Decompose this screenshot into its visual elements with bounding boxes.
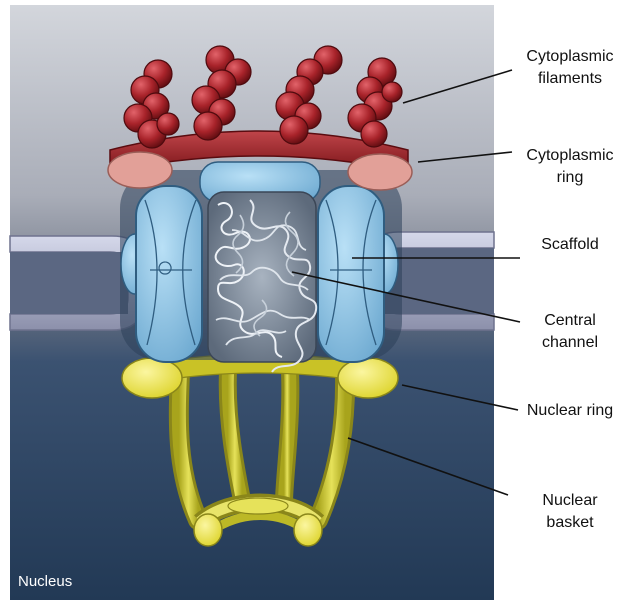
label-cytoplasmic-ring: Cytoplasmic ring — [500, 145, 640, 189]
label-nuclear-basket: Nuclear basket — [500, 490, 640, 534]
label-nuclear-basket-line1: Nuclear — [500, 490, 640, 512]
label-cytoplasmic-filaments-line2: filaments — [500, 68, 640, 90]
label-central-channel: Central channel — [500, 310, 640, 354]
label-scaffold-line1: Scaffold — [500, 234, 640, 256]
label-nuclear-ring-line1: Nuclear ring — [500, 400, 640, 422]
label-cytoplasmic-ring-line1: Cytoplasmic — [500, 145, 640, 167]
nucleus-label: Nucleus — [18, 573, 72, 590]
label-cytoplasmic-filaments-line1: Cytoplasmic — [500, 46, 640, 68]
label-nuclear-basket-line2: basket — [500, 512, 640, 534]
label-cytoplasmic-filaments: Cytoplasmic filaments — [500, 46, 640, 90]
label-central-channel-line1: Central — [500, 310, 640, 332]
label-cytoplasmic-ring-line2: ring — [500, 167, 640, 189]
label-scaffold: Scaffold — [500, 234, 640, 256]
label-central-channel-line2: channel — [500, 332, 640, 354]
central-channel — [208, 192, 316, 372]
label-nuclear-ring: Nuclear ring — [500, 400, 640, 422]
